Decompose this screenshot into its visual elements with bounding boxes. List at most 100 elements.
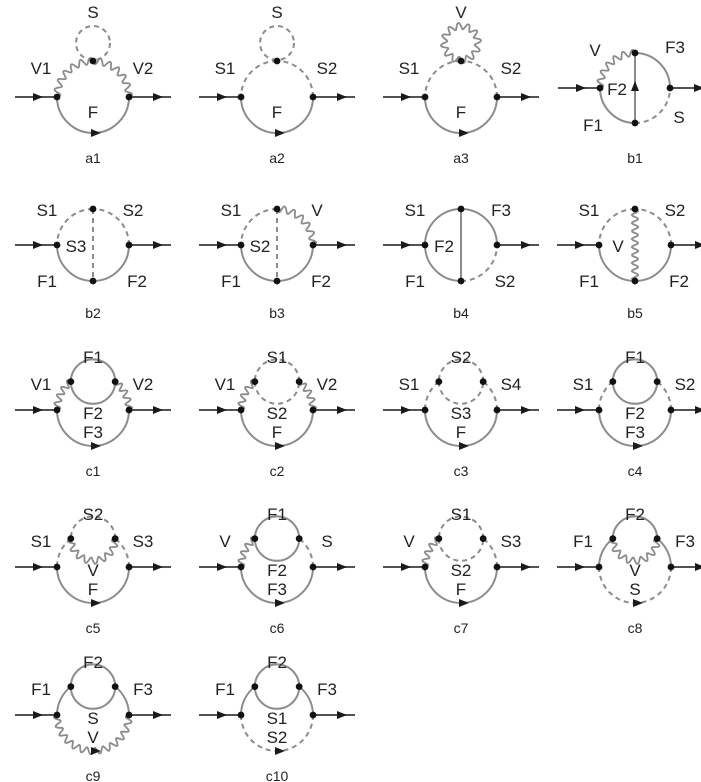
subloop-upper	[437, 358, 485, 382]
label-right: V2	[133, 59, 154, 78]
label-top: F1	[83, 348, 103, 367]
vertex-dot	[653, 535, 661, 543]
propagator-arrow	[459, 442, 469, 450]
diagram-caption: a1	[85, 150, 101, 166]
propagator-arrow	[521, 406, 531, 414]
propagator-upper-right	[482, 380, 499, 411]
label-left: V1	[31, 59, 52, 78]
propagator-upper-right	[276, 205, 318, 246]
label-top: F1	[267, 505, 287, 524]
label-inner: S2	[250, 237, 271, 256]
label-right: S4	[501, 375, 522, 394]
label-left: S1	[31, 532, 52, 551]
fermion-line-lower-left	[599, 87, 636, 124]
propagator-arrow	[153, 93, 163, 101]
diagram-caption: b1	[627, 150, 643, 166]
propagator-arrow	[33, 406, 43, 414]
vertex-dot	[125, 563, 133, 571]
vertex-dot	[53, 241, 61, 249]
label-inner-1: V	[87, 561, 99, 580]
subloop-lower	[608, 537, 661, 565]
propagator-arrow	[33, 563, 43, 571]
propagator-upper-right	[298, 537, 315, 568]
label-right: S2	[501, 59, 522, 78]
label-upper-right: V	[311, 201, 323, 220]
label-inner-2: F	[272, 423, 282, 442]
propagator-arrow	[275, 129, 285, 137]
propagator-lower-left	[598, 244, 636, 282]
propagator-upper-right	[297, 381, 318, 411]
subloop-upper	[611, 515, 659, 539]
propagator-arrow	[521, 93, 531, 101]
label-right: S3	[133, 532, 154, 551]
vertex-dot	[309, 563, 317, 571]
propagator-arrow	[401, 406, 411, 414]
propagator-arrow	[521, 241, 531, 249]
subloop-upper	[253, 515, 301, 539]
label-right: S2	[675, 375, 696, 394]
label-inner-2: F3	[267, 580, 287, 599]
propagator-lower-right	[92, 244, 130, 282]
vertex-dot	[53, 711, 61, 719]
diagram-caption: c1	[86, 463, 101, 479]
diagram-caption: a2	[269, 150, 285, 166]
diagram-caption: c5	[86, 620, 101, 636]
propagator-arrow	[521, 563, 531, 571]
propagator-upper-left	[56, 208, 94, 246]
vertex-dot	[67, 683, 75, 691]
label-left: F1	[215, 680, 235, 699]
vertex-dot	[421, 563, 429, 571]
label-left: V1	[215, 375, 236, 394]
diagram-caption: c2	[270, 463, 285, 479]
label-upper-left: S1	[405, 201, 426, 220]
vertex-dot	[273, 57, 281, 65]
diagram-caption: b2	[85, 305, 101, 321]
propagator-upper-right	[634, 208, 672, 246]
propagator-lower-right	[460, 244, 498, 282]
vertex-dot	[595, 563, 603, 571]
propagator-upper-left	[240, 60, 278, 98]
propagator-upper-left	[53, 57, 94, 98]
propagator-upper-left	[597, 380, 614, 411]
label-top: S2	[451, 348, 472, 367]
label-upper-left: S1	[37, 201, 58, 220]
label-left: F1	[31, 680, 51, 699]
vertex-dot	[421, 241, 429, 249]
label-top: S	[87, 3, 98, 22]
propagator-upper-right	[656, 380, 673, 411]
subloop-lower	[437, 538, 485, 562]
propagator-upper-left	[240, 208, 278, 246]
label-top: F2	[267, 653, 287, 672]
propagator-arrow	[633, 442, 643, 450]
vertex-dot	[435, 378, 443, 386]
diagram-caption: c9	[86, 768, 101, 782]
vertex-dot	[653, 378, 661, 386]
label-upper-right: F3	[665, 38, 685, 57]
propagator-lower-left	[240, 244, 278, 282]
label-lower-left: F1	[221, 272, 241, 291]
label-inner-2: F3	[83, 423, 103, 442]
label-right: V2	[317, 375, 338, 394]
label-inner: V	[612, 237, 624, 256]
diagram-caption: c8	[628, 620, 643, 636]
propagator-arrow	[153, 711, 163, 719]
label-lower-right: F2	[127, 272, 147, 291]
propagator-lower-left	[56, 244, 94, 282]
propagator-upper-right	[460, 208, 498, 246]
vertex-dot	[421, 406, 429, 414]
label-inner-1: F2	[83, 404, 103, 423]
propagator-upper-right	[113, 381, 134, 411]
propagator-upper-right	[298, 685, 315, 716]
label-inner: F	[88, 103, 98, 122]
label-inner-1: S	[87, 709, 98, 728]
vertex-dot	[53, 93, 61, 101]
propagator-arrow	[337, 563, 347, 571]
vertex-dot	[493, 563, 501, 571]
subloop-upper	[69, 358, 117, 382]
vertex-dot	[309, 406, 317, 414]
vertex-dot	[457, 205, 465, 213]
